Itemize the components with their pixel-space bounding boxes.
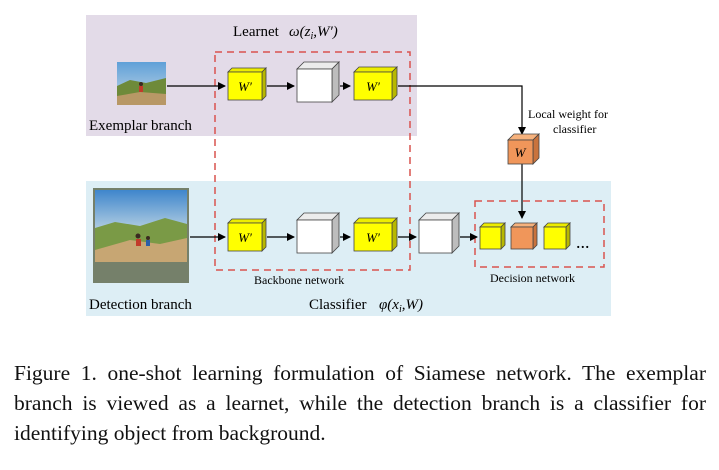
- detection-wprime-block-2: W′: [353, 217, 398, 252]
- decision-network-label: Decision network: [490, 271, 575, 285]
- figure-caption: Figure 1. one-shot learning formulation …: [14, 361, 706, 445]
- decision-yellow-block-1: [479, 222, 506, 250]
- learnet-label: Learnet: [233, 24, 280, 40]
- local-weight-w-block: W: [507, 133, 540, 165]
- exemplar-wprime-block-1: W′: [227, 67, 267, 101]
- decision-orange-block: [510, 222, 538, 250]
- wprime-label: W′: [238, 230, 252, 245]
- exemplar-image: [117, 62, 166, 105]
- classifier-formula: φ(xi,W): [379, 297, 423, 315]
- wprime-label: W′: [366, 230, 380, 245]
- decision-dashed-box: [474, 200, 605, 268]
- backbone-network-label: Backbone network: [254, 273, 344, 287]
- ellipsis-label: ...: [576, 232, 590, 252]
- backbone-dashed-box: [214, 51, 411, 271]
- siamese-diagram: W′ W′ W W′ W′: [86, 15, 611, 316]
- decision-yellow-block-2: [543, 222, 571, 250]
- wprime-label: W′: [238, 79, 252, 94]
- exemplar-branch-label: Exemplar branch: [89, 118, 192, 134]
- detection-white-block-2: [418, 212, 460, 254]
- detection-wprime-block-1: W′: [227, 218, 267, 252]
- wprime-label: W′: [366, 79, 380, 94]
- local-weight-label-2: classifier: [553, 122, 596, 136]
- detection-white-block-1: [296, 212, 340, 254]
- learnet-formula: ω(zi,W′): [289, 24, 338, 42]
- exemplar-wprime-block-2: W′: [353, 66, 398, 101]
- detection-branch-label: Detection branch: [89, 297, 192, 313]
- detection-image: [93, 188, 189, 283]
- classifier-label: Classifier: [309, 297, 367, 313]
- exemplar-white-block: [296, 61, 340, 103]
- learnet-output-line: [398, 85, 526, 135]
- w-label: W: [515, 145, 527, 160]
- local-weight-label-1: Local weight for: [528, 107, 608, 121]
